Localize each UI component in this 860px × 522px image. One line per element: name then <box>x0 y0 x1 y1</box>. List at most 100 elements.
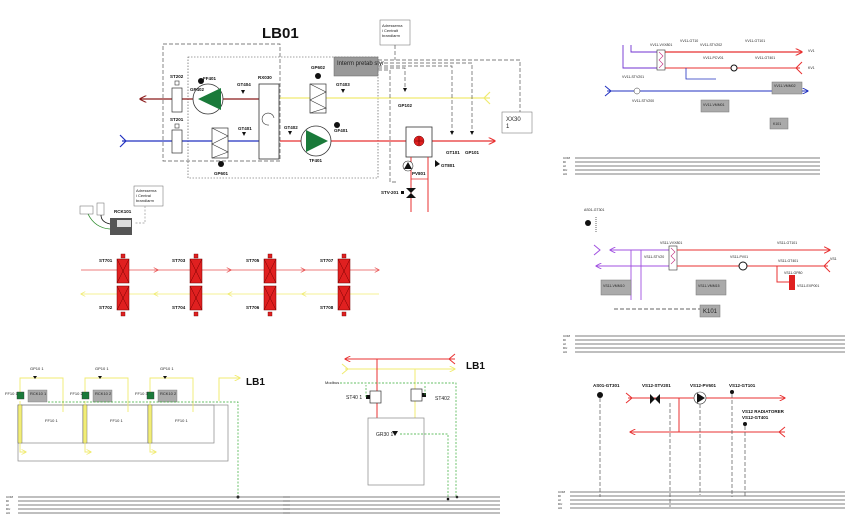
vv1-label: VV11-GT101 <box>745 39 765 43</box>
bus-label: DU <box>563 346 567 350</box>
bus-label: AU <box>563 172 567 176</box>
bus-label: AI <box>563 164 566 168</box>
label-st202: ST202 <box>170 74 184 79</box>
damper-st202 <box>171 87 183 113</box>
bus-label: COM <box>563 334 571 338</box>
bus-label: COM <box>558 490 566 494</box>
label-damper-top: ST705 <box>246 258 260 263</box>
label-gp102: GP102 <box>398 103 413 108</box>
fan-icon <box>81 391 90 400</box>
label-gp402: GP402 <box>190 87 205 92</box>
vv1-label: K101 <box>773 122 781 126</box>
bus-label: AU <box>6 511 10 515</box>
fire-alarm-note <box>379 19 411 46</box>
bus-label: COM <box>563 156 571 160</box>
fan-icon <box>146 391 155 400</box>
bus-label: AI <box>558 498 561 502</box>
bus-label: AU <box>558 506 562 510</box>
label-gt402: GT402 <box>284 125 298 130</box>
vs1-label: VS11-PV01 <box>730 255 748 259</box>
bus-label: DI <box>563 160 566 164</box>
label-stv201: STV-201 <box>381 190 399 195</box>
note-line: i Centralt <box>382 28 399 33</box>
label-vs12-pv601: VS12-PV601 <box>690 383 717 388</box>
detector-icon <box>392 431 398 436</box>
bus-label: AI <box>563 342 566 346</box>
vs1-label: VS11-GP80 <box>784 271 802 275</box>
modbus-label: Modbus <box>325 380 339 385</box>
label-rck101: RCK101 <box>114 209 132 214</box>
label-st401: ST40 1 <box>346 395 362 401</box>
vv1-label: VV11-STV201 <box>622 75 644 79</box>
bus-label: DI <box>6 499 9 503</box>
label-damper-bottom: ST708 <box>320 305 334 310</box>
label-damper-top: ST707 <box>320 258 334 263</box>
label-vs12-radiatorer: VS12 RADIATORER <box>742 409 785 414</box>
zone-room <box>17 404 84 444</box>
label-room: FF10 1 <box>45 418 58 423</box>
lb01-air-handler: LB01 ST202 ST201 FF401 GP402 TF401 GF401… <box>119 19 533 212</box>
vv1-label: VV11-STV202 <box>700 43 722 47</box>
label-fan: FF10 3 <box>135 391 148 396</box>
bus-label: AI <box>6 503 9 507</box>
note-line: i Central <box>136 193 151 198</box>
vv1-label: VV11-VMM01 <box>703 103 725 107</box>
label-room: FF10 1 <box>175 418 188 423</box>
vs1-label: VS1 <box>830 257 837 261</box>
expansion-vessel <box>789 275 795 290</box>
vs12-section: AS01-GT301 VS12-STV201 VS12-PV601 VS12-G… <box>593 383 785 507</box>
bus-label: DI <box>558 494 561 498</box>
vs1-label: VS11-EXP001 <box>797 284 819 288</box>
rotary-heat-exchanger <box>258 83 280 160</box>
label-fan: FF10 1 <box>5 391 18 396</box>
label-gr30: GR30 1 <box>376 432 393 438</box>
vs1-label: AS01-GT301 <box>584 208 604 212</box>
label-as01-gt301: AS01-GT301 <box>593 383 620 388</box>
label-st201: ST201 <box>170 117 184 122</box>
fan-icon <box>16 391 25 400</box>
xx30-box <box>501 111 533 134</box>
label-damper-bottom: ST704 <box>172 305 186 310</box>
vv1-section: VV11-VVX801VV11-GT10VV11-STV202VV11-GT10… <box>604 39 815 130</box>
label-vs12-gt401: VS12-GT401 <box>742 415 769 420</box>
gr-title: LB1 <box>466 361 485 372</box>
vs1-label: VS11-GT401 <box>778 259 798 263</box>
vs1-label: VS11-VMM10 <box>603 284 625 288</box>
label-gt801: GT801 <box>441 163 455 168</box>
label-rck: RCK10 1 <box>30 391 47 396</box>
label-gp602: GP602 <box>311 65 326 70</box>
vs1-label: VS11-STV20 <box>644 255 664 259</box>
xx30-label: XX30 <box>506 117 521 123</box>
label-damper-top: ST703 <box>172 258 186 263</box>
note-line: brandlarm <box>136 198 155 203</box>
label-gp: GP10 1 <box>95 366 109 371</box>
gr30-room <box>367 417 425 486</box>
rck101-controller: RCK101 Adresserna i Central brandlarm <box>79 185 164 235</box>
label-damper-bottom: ST702 <box>99 305 113 310</box>
zone-room <box>147 404 215 444</box>
vv1-label: VV1 <box>808 49 815 53</box>
label-damper-bottom: ST706 <box>246 305 260 310</box>
valve-icon <box>406 188 416 198</box>
vv1-label: VV11-VVX801 <box>650 43 672 47</box>
bus-label: COM <box>6 495 14 499</box>
valve-icon <box>650 394 660 404</box>
label-rck: RCK10 2 <box>160 391 177 396</box>
bus-label: AU <box>563 350 567 354</box>
vv1-label: VV11-VMM02 <box>774 84 796 88</box>
label-gp: GP10 1 <box>30 366 44 371</box>
label-vs12-stv201: VS12-STV201 <box>642 383 671 388</box>
label-rck: RCK10 2 <box>95 391 112 396</box>
label-tf401: TF401 <box>309 158 323 163</box>
filter-gp601 <box>211 127 229 167</box>
vv1-label: VV11-PCV01 <box>703 56 724 60</box>
label-gt403: GT403 <box>336 82 350 87</box>
label-gt404: GT404 <box>237 82 251 87</box>
damper-st401 <box>369 390 382 404</box>
vv1-label: VV11-STV200 <box>632 99 654 103</box>
label-gf401: GF401 <box>334 128 348 133</box>
vs1-label: VS11-GT101 <box>777 241 797 245</box>
gr30-section: LB1 Modbus ST40 1 ST402 GR30 1 <box>325 353 485 501</box>
